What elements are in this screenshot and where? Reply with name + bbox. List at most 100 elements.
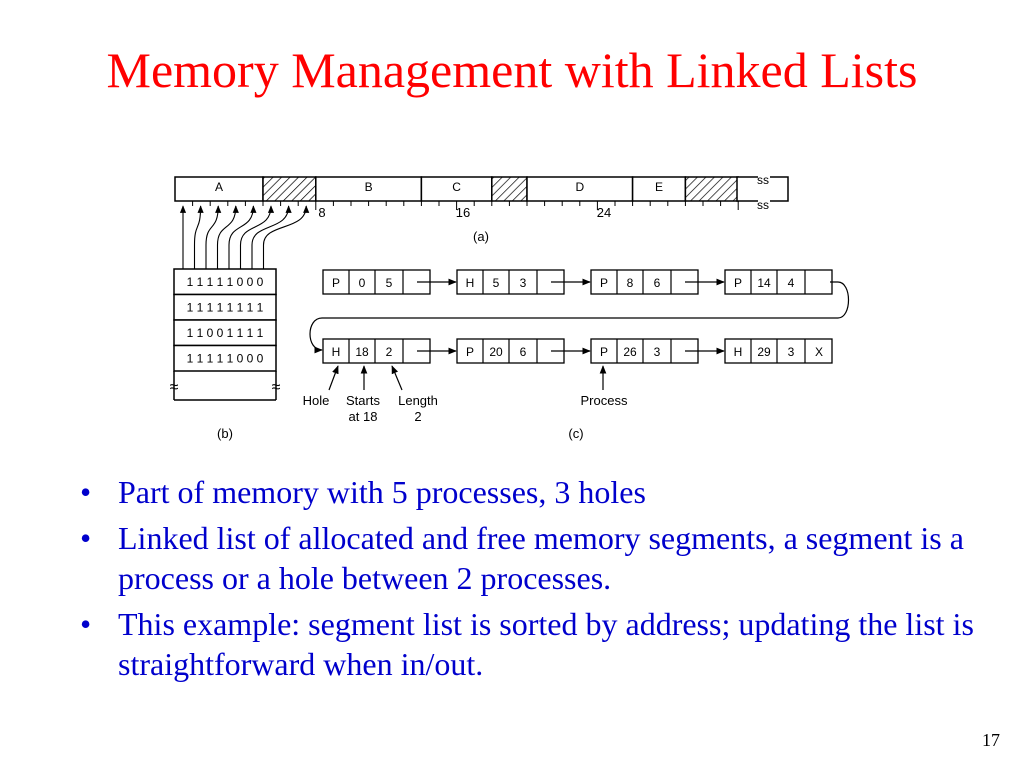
node-length: 3 bbox=[520, 276, 527, 290]
bullet-item: •Part of memory with 5 processes, 3 hole… bbox=[78, 472, 978, 512]
bitmap-row bbox=[173, 268, 277, 296]
bitmap-row bbox=[173, 319, 277, 347]
bitmap-bits: 1 1 0 0 1 1 1 1 bbox=[187, 326, 264, 340]
node-start: 8 bbox=[627, 276, 634, 290]
hole-segment bbox=[684, 176, 739, 202]
bullet-item: • This example: segment list is sorted by… bbox=[78, 604, 978, 684]
hole-segment bbox=[491, 176, 528, 202]
scale-label-24: 24 bbox=[597, 205, 611, 220]
bullet-text: Linked list of allocated and free memory… bbox=[118, 520, 964, 596]
node-box bbox=[322, 338, 431, 364]
node-null: X bbox=[815, 345, 823, 359]
annotation-length-value: 2 bbox=[414, 409, 421, 424]
node-type: H bbox=[466, 276, 475, 290]
node-start: 0 bbox=[359, 276, 366, 290]
bitmap-pointer bbox=[216, 205, 239, 269]
annotation-length: Length bbox=[398, 393, 438, 408]
bar-tick-marks bbox=[192, 201, 739, 210]
node-length: 4 bbox=[788, 276, 795, 290]
process-node: P 26 3 bbox=[590, 338, 699, 364]
bitmap-to-bar-arrows bbox=[179, 205, 310, 269]
caption-c: (c) bbox=[568, 426, 583, 441]
node-type: P bbox=[600, 345, 608, 359]
annotation-hole: Hole bbox=[303, 393, 330, 408]
bitmap-bits: 1 1 1 1 1 0 0 0 bbox=[187, 275, 264, 289]
process-segment bbox=[420, 176, 493, 202]
length-pointer bbox=[391, 365, 403, 391]
break-mark-top: ss bbox=[757, 173, 769, 187]
bitmap-pointer bbox=[239, 205, 275, 269]
segment-label: C bbox=[452, 180, 461, 194]
bullet-list: • Part of memory with 5 processes, 3 hole… bbox=[78, 472, 978, 690]
process-segment bbox=[315, 176, 423, 202]
node-box bbox=[590, 338, 699, 364]
bitmap-pointer bbox=[228, 205, 257, 269]
node-length: 3 bbox=[788, 345, 795, 359]
bitmap-bits: 1 1 1 1 1 1 1 1 bbox=[187, 301, 264, 315]
node-length: 6 bbox=[520, 345, 527, 359]
hole-pointer bbox=[328, 365, 339, 391]
node-start: 5 bbox=[493, 276, 500, 290]
node-start: 18 bbox=[355, 345, 369, 359]
hole-node: H 5 3 bbox=[456, 269, 565, 295]
node-box bbox=[724, 338, 833, 364]
node-type: P bbox=[466, 345, 474, 359]
bitmap-pointer bbox=[251, 205, 292, 269]
node-length: 5 bbox=[386, 276, 393, 290]
node-start: 20 bbox=[489, 345, 503, 359]
node-start: 26 bbox=[623, 345, 637, 359]
bitmap: 1 1 1 1 1 0 0 0 1 1 1 1 1 1 1 1 1 1 0 0 1 … bbox=[170, 268, 281, 441]
node-length: 2 bbox=[386, 345, 393, 359]
scale-label-16: 16 bbox=[456, 205, 470, 220]
break-gap bbox=[758, 170, 770, 208]
bitmap-row bbox=[173, 344, 277, 372]
node-type: P bbox=[332, 276, 340, 290]
bitmap-pointer bbox=[262, 205, 310, 269]
node-start: 29 bbox=[757, 345, 771, 359]
process-node: P 0 5 bbox=[322, 269, 431, 295]
bullet-dot: • bbox=[80, 520, 92, 556]
process-node: P 14 4 bbox=[724, 269, 833, 295]
scale-label-8: 8 bbox=[318, 205, 325, 220]
node-length: 6 bbox=[654, 276, 661, 290]
break-mark-bottom: ss bbox=[757, 198, 769, 212]
process-node: P 20 6 bbox=[456, 338, 565, 364]
bitmap-break-left: ≈ bbox=[170, 379, 179, 396]
caption-a: (a) bbox=[473, 229, 489, 244]
node-box bbox=[456, 269, 565, 295]
node-start: 14 bbox=[757, 276, 771, 290]
node-box bbox=[456, 338, 565, 364]
node-length: 3 bbox=[654, 345, 661, 359]
slide-title: Memory Management with Linked Lists bbox=[106, 42, 918, 98]
annotation-process: Process bbox=[581, 393, 628, 408]
bitmap-pointer bbox=[193, 205, 204, 269]
node-type: P bbox=[734, 276, 742, 290]
process-segment bbox=[631, 176, 687, 202]
bullet-text: Part of memory with 5 processes, 3 holes bbox=[118, 474, 646, 510]
bullet-text: This example: segment list is sorted by … bbox=[118, 606, 974, 682]
node-box bbox=[590, 269, 699, 295]
process-segment bbox=[174, 176, 264, 202]
wrap-arrow bbox=[309, 281, 850, 354]
hole-node: H 29 3 X bbox=[724, 338, 833, 364]
segment-label: A bbox=[215, 180, 223, 194]
bitmap-bits: 1 1 1 1 1 0 0 0 bbox=[187, 352, 264, 366]
hole-node: H 18 2 bbox=[322, 338, 431, 364]
bullet-dot: • bbox=[80, 606, 92, 642]
segment-label: B bbox=[365, 180, 373, 194]
bitmap-break-right: ≈ bbox=[272, 379, 281, 396]
caption-b: (b) bbox=[217, 426, 233, 441]
bitmap-row bbox=[173, 293, 277, 321]
node-type: H bbox=[734, 345, 743, 359]
segment-label: E bbox=[655, 180, 663, 194]
annotation-at-18: at 18 bbox=[349, 409, 378, 424]
node-box bbox=[724, 269, 833, 295]
node-type: H bbox=[332, 345, 341, 359]
annotation-starts: Starts bbox=[346, 393, 380, 408]
page-number: 17 bbox=[982, 730, 1000, 750]
hole-segment bbox=[262, 176, 317, 202]
